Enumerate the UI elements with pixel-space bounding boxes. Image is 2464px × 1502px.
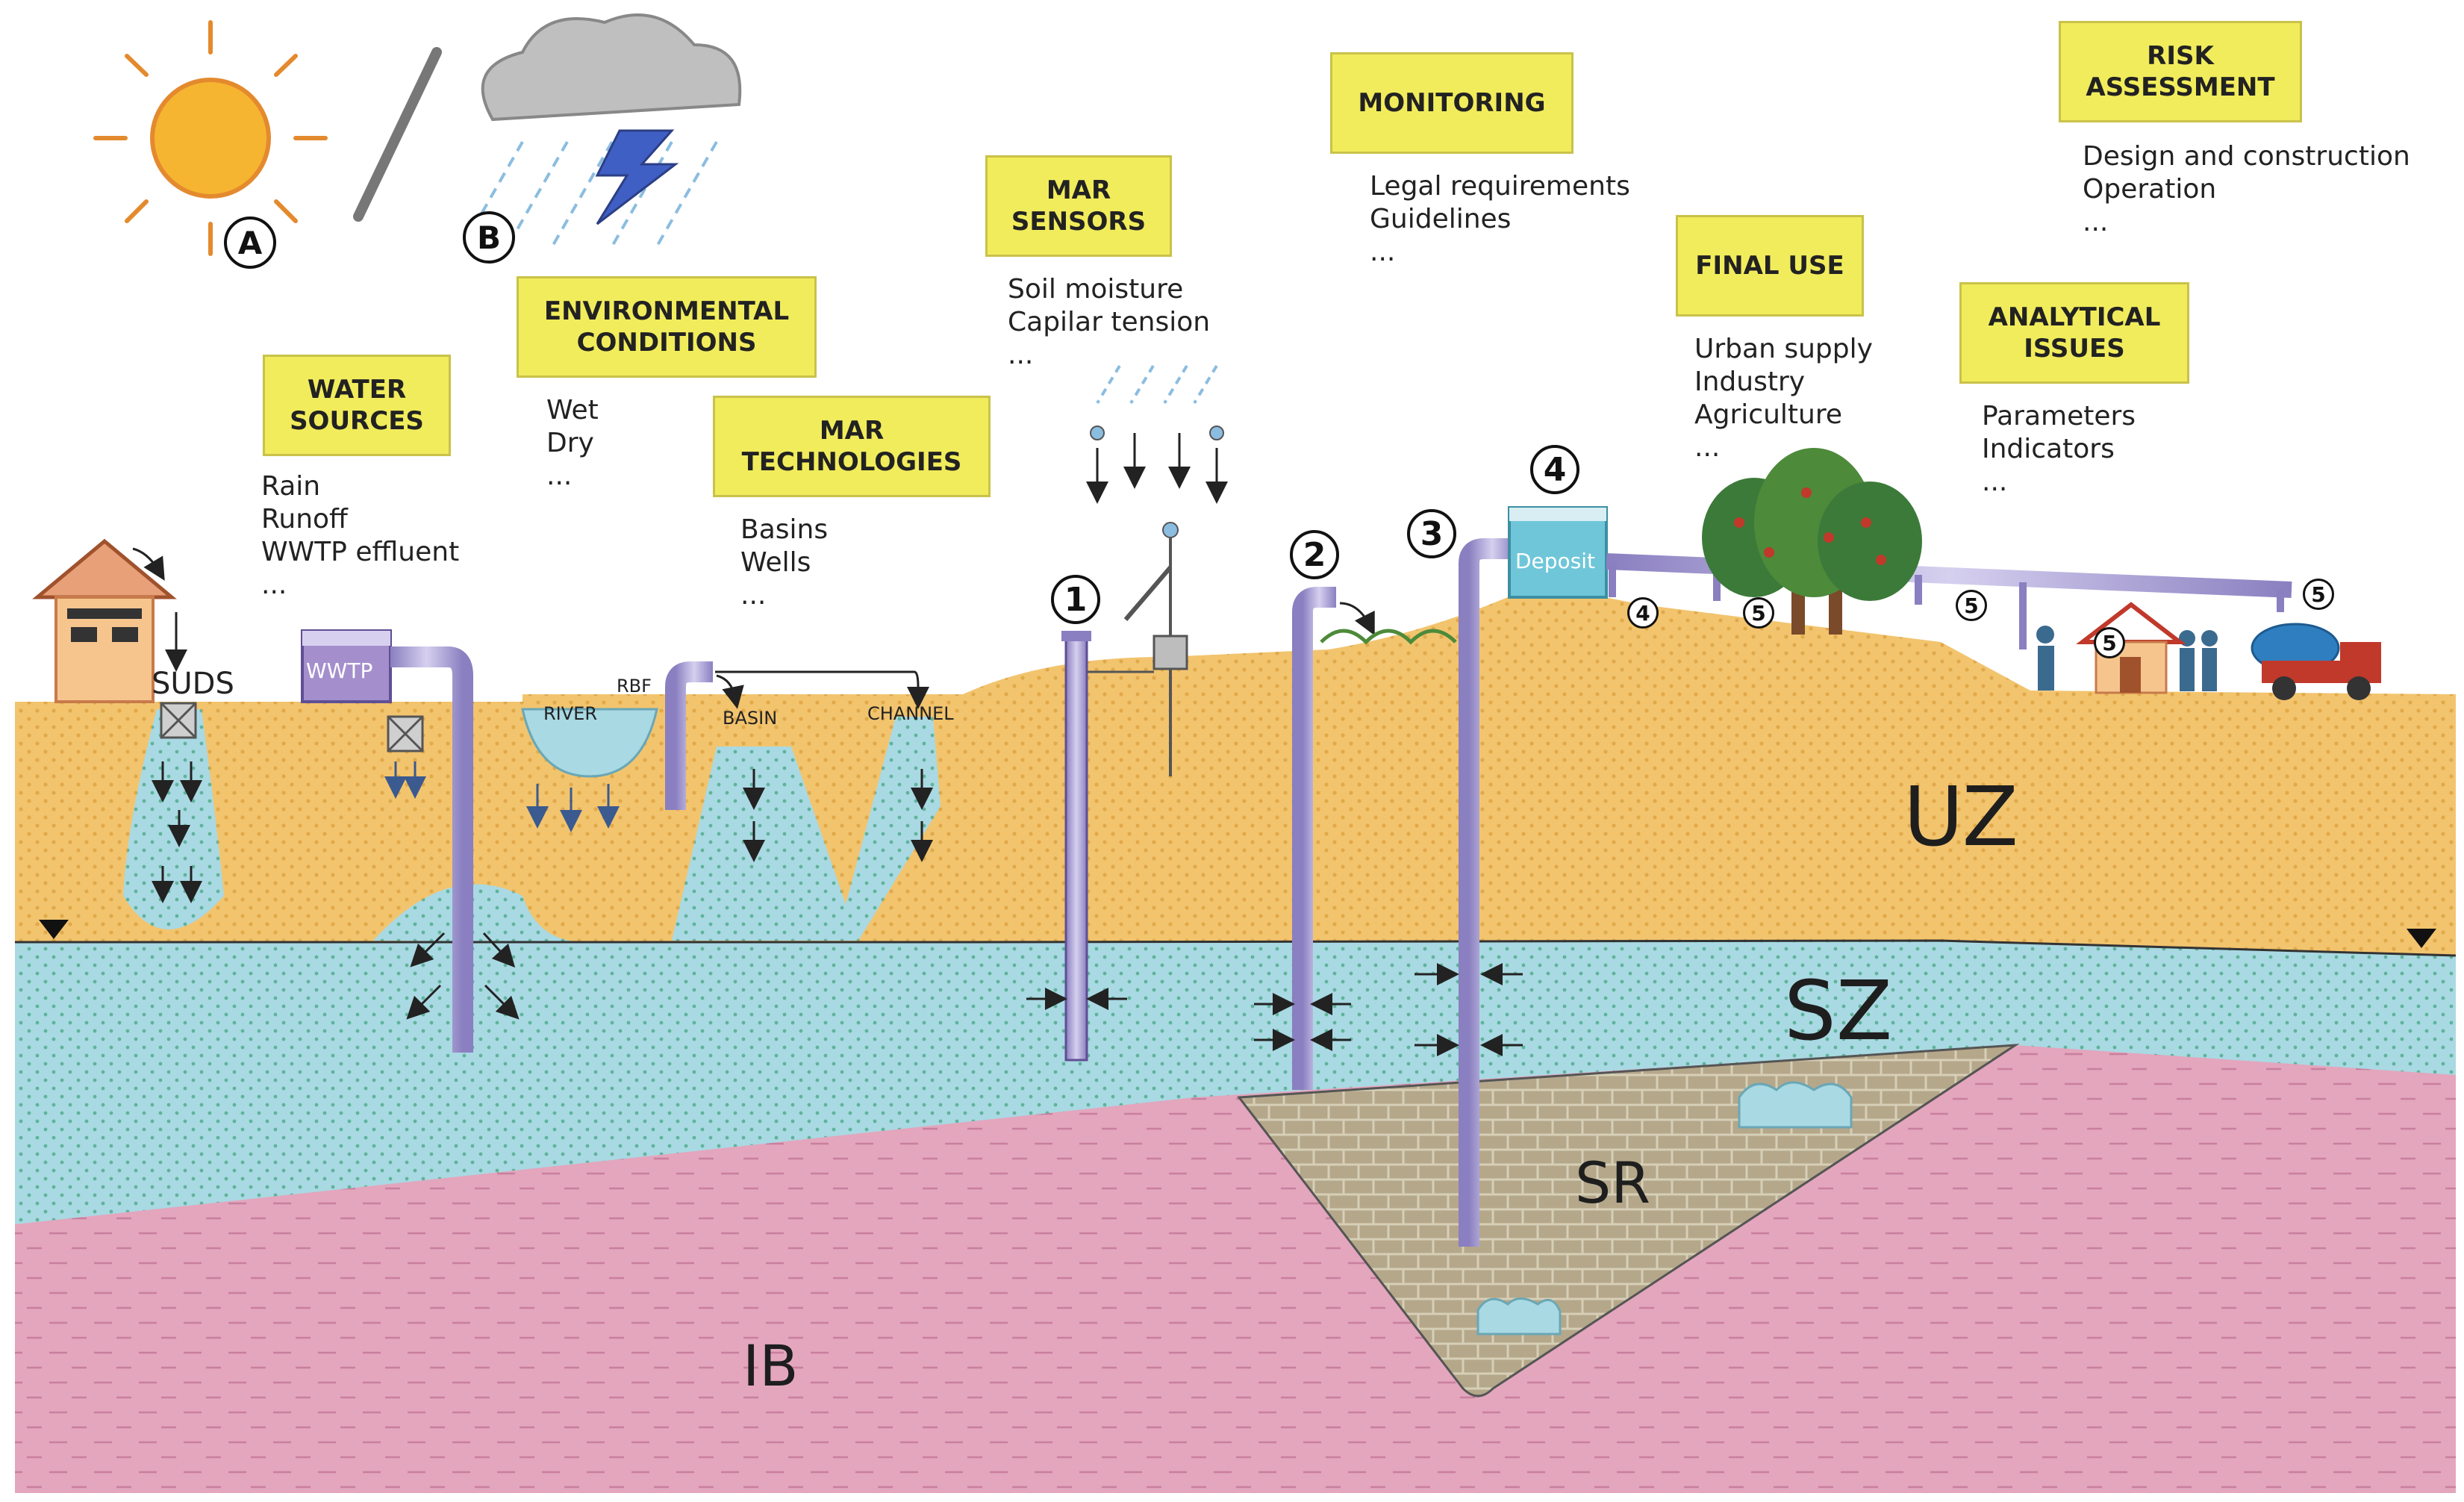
marker-5-c: 5 — [2094, 627, 2125, 658]
marker-5-a: 5 — [1743, 597, 1774, 629]
water-table-marker-right — [2407, 929, 2436, 948]
environmental-conditions-list: Wet Dry ... — [546, 394, 599, 493]
storm-cloud-icon — [461, 13, 742, 247]
water-table-marker-left — [39, 920, 69, 939]
basin-label: BASIN — [723, 708, 778, 729]
karst-cavity-upper — [1738, 1081, 1853, 1129]
risk-assessment-list: Design and construction Operation ... — [2083, 140, 2410, 239]
village-house-icon — [2076, 602, 2186, 694]
house-icon — [32, 538, 177, 703]
marker-5-b: 5 — [1956, 590, 1987, 621]
marker-3: 3 — [1407, 509, 1456, 558]
weather-marker-b: B — [463, 211, 515, 264]
environmental-conditions-label: ENVIRONMENTAL CONDITIONS — [517, 276, 817, 378]
lightning-icon — [595, 129, 679, 225]
rbf-label: RBF — [617, 676, 652, 697]
list-item: WWTP effluent — [261, 537, 460, 567]
unsaturated-zone-layer — [15, 582, 2457, 957]
river-label: RIVER — [543, 703, 598, 724]
list-item: Urban supply — [1694, 334, 1873, 364]
monitoring-list: Legal requirements Guidelines ... — [1370, 170, 1630, 269]
channel-label: CHANNEL — [867, 703, 954, 724]
water-sources-label: WATER SOURCES — [263, 355, 451, 456]
karst-cavity-lower — [1476, 1297, 1562, 1336]
deposit-tank — [1508, 506, 1608, 599]
slash-divider — [353, 47, 442, 222]
list-item: Wet — [546, 395, 599, 426]
sensor-station-icon — [1087, 364, 1224, 776]
list-item: Design and construction — [2083, 141, 2410, 172]
final-use-label: FINAL USE — [1676, 215, 1864, 317]
wwtp-label: WWTP — [306, 658, 373, 683]
list-item: ... — [1370, 237, 1396, 267]
mar-technologies-label: MAR TECHNOLOGIES — [713, 396, 991, 497]
list-item: Guidelines — [1370, 204, 1512, 234]
list-item: Soil moisture — [1008, 274, 1184, 305]
rbf-transfer-line — [715, 670, 929, 709]
list-item: ... — [1694, 432, 1721, 463]
suds-label: SUDS — [152, 667, 234, 701]
list-item: ... — [261, 570, 287, 600]
uz-zone-label: UZ — [1903, 769, 2018, 864]
list-item: Parameters — [1982, 401, 2136, 431]
list-item: Indicators — [1982, 434, 2115, 464]
sun-icon — [93, 20, 328, 256]
final-use-list: Urban supply Industry Agriculture ... — [1694, 333, 1873, 464]
list-item: ... — [1982, 467, 2008, 497]
wwtp-recharge-mound — [373, 884, 582, 942]
list-item: ... — [1008, 340, 1034, 370]
marker-4-small: 4 — [1627, 597, 1659, 629]
marker-2: 2 — [1290, 530, 1339, 579]
list-item: Dry — [546, 428, 594, 458]
mar-technologies-list: Basins Wells ... — [740, 514, 828, 612]
channel-infiltration-plume — [836, 717, 941, 941]
list-item: ... — [546, 461, 573, 491]
list-item: Capilar tension — [1008, 307, 1211, 337]
orchard-trees-icon — [1702, 448, 1922, 635]
marker-4: 4 — [1530, 445, 1579, 494]
list-item: Runoff — [261, 504, 348, 535]
list-item: Industry — [1694, 367, 1806, 397]
water-sources-list: Rain Runoff WWTP effluent ... — [261, 470, 459, 602]
mar-sensors-list: Soil moisture Capilar tension ... — [1008, 273, 1210, 372]
rbf-well — [665, 661, 713, 810]
list-item: ... — [2083, 207, 2109, 237]
sr-zone-label: SR — [1575, 1150, 1651, 1216]
sedimentary-rock-wedge — [1237, 1044, 2020, 1397]
deposit-label: Deposit — [1515, 549, 1596, 573]
marker-5-d: 5 — [2303, 579, 2334, 610]
analytical-issues-label: ANALYTICAL ISSUES — [1959, 282, 2189, 384]
sz-zone-label: SZ — [1784, 963, 1893, 1059]
list-item: ... — [740, 580, 767, 611]
recovery-well-3 — [1459, 538, 1515, 1247]
wwtp-injection-well — [390, 646, 473, 1053]
saturated-zone-layer — [15, 941, 2456, 1224]
mar-sensors-label: MAR SENSORS — [985, 155, 1172, 257]
list-item: Agriculture — [1694, 399, 1842, 430]
suds-infiltration-plume — [123, 709, 224, 929]
list-item: Rain — [261, 471, 321, 502]
analytical-issues-list: Parameters Indicators ... — [1982, 400, 2136, 499]
weather-marker-a: A — [224, 216, 276, 269]
river-water — [521, 708, 658, 778]
list-item: Operation — [2083, 174, 2217, 205]
ib-zone-label: IB — [743, 1333, 799, 1399]
people-icon — [2036, 626, 2218, 691]
basin-infiltration-plume — [672, 747, 858, 941]
monitoring-label: MONITORING — [1330, 52, 1573, 154]
water-truck-icon — [2251, 623, 2381, 700]
monitoring-well-1 — [1064, 633, 1088, 1062]
recharge-well-2 — [1292, 587, 1336, 1090]
list-item: Wells — [740, 547, 811, 578]
marker-1: 1 — [1051, 575, 1100, 624]
risk-assessment-label: RISK ASSESSMENT — [2059, 21, 2302, 122]
vegetation-icon — [1320, 629, 1457, 645]
list-item: Legal requirements — [1370, 171, 1630, 202]
list-item: Basins — [740, 514, 829, 545]
